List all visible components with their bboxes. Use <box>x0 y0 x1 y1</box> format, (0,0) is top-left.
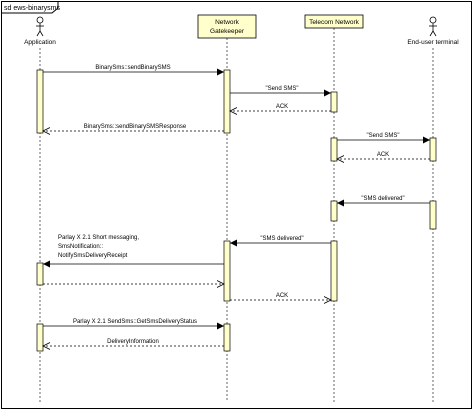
activation-bar <box>330 91 338 113</box>
activation-bar <box>429 200 437 230</box>
message-label-line1: Parlay X 2.1 Short messaging, <box>58 235 139 241</box>
activation-bar <box>429 137 437 162</box>
activations <box>36 69 437 352</box>
participant-label: Application <box>24 39 56 46</box>
actor-icon <box>36 16 44 37</box>
participant-label-line2: Gatekeeper <box>210 28 245 35</box>
message-label: ACK <box>276 293 288 299</box>
message-label: ACK <box>276 104 288 110</box>
message-label: BinarySms::sendBinarySMSResponse <box>84 124 187 130</box>
participant-box <box>197 14 257 39</box>
message-label: "SMS delivered" <box>260 236 303 242</box>
message-label-line2: SmsNotification:: <box>58 244 103 250</box>
activation-bar <box>223 69 231 134</box>
activation-bar <box>223 323 231 352</box>
message-label: "SMS delivered" <box>361 196 404 202</box>
message-label: Parlay X 2.1 SendSms::GetSmsDeliveryStat… <box>73 319 197 325</box>
message-label: "Send SMS" <box>266 86 299 92</box>
participant-terminal: End-user terminal <box>407 16 459 46</box>
actor-icon <box>429 16 437 37</box>
activation-bar <box>36 69 44 134</box>
activation-bar <box>36 323 44 352</box>
activation-bar <box>223 240 231 302</box>
message-label: "Send SMS" <box>367 133 400 139</box>
message-label-line3: NotifySmsDeliveryReceipt <box>58 253 128 259</box>
participant-application: Application <box>24 16 56 46</box>
participant-telecom: Telecom Network <box>304 14 364 29</box>
participant-gatekeeper: Network Gatekeeper <box>197 14 257 39</box>
activation-bar <box>36 262 44 286</box>
message-label: DeliveryInformation <box>107 339 159 345</box>
participant-label-line1: Network <box>215 19 240 26</box>
activation-bar <box>330 200 338 222</box>
activation-bar <box>330 137 338 162</box>
participant-label: End-user terminal <box>407 39 459 46</box>
message-label: ACK <box>377 152 389 158</box>
frame-title-tab <box>1 1 59 14</box>
frame-title: sd ews-binarysms <box>4 5 61 12</box>
participant-label: Telecom Network <box>309 19 360 26</box>
participant-box <box>304 14 364 29</box>
activation-bar <box>330 240 338 302</box>
message-label: BinarySms::sendBinarySMS <box>95 65 170 71</box>
